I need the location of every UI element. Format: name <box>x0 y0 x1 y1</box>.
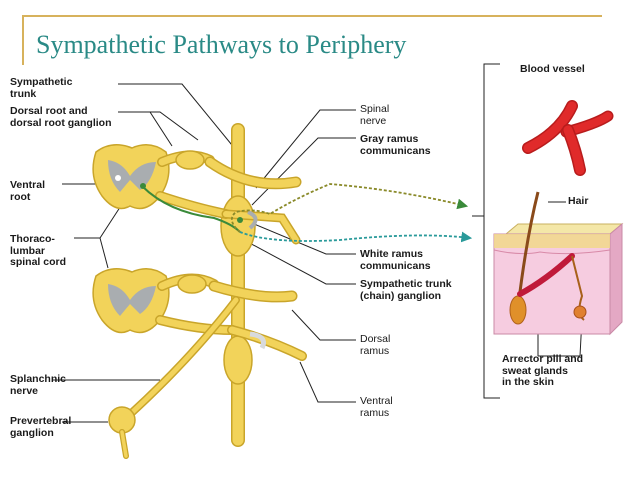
frame-top-border <box>22 15 602 17</box>
skin-block <box>493 222 624 336</box>
slide-title: Sympathetic Pathways to Periphery <box>36 30 407 59</box>
lower-spinal-cord <box>92 268 307 361</box>
upper-spinal-cord <box>92 144 231 219</box>
label-hair: Hair <box>568 195 589 207</box>
hair-and-arrector-pili <box>509 191 587 325</box>
blood-vessel <box>522 100 614 176</box>
green-pathway <box>140 183 473 243</box>
label-chain-ganglion: Sympathetic trunk(chain) ganglion <box>360 278 452 302</box>
upper-spinal-nerve <box>204 156 302 245</box>
label-blood-vessel: Blood vessel <box>520 63 585 75</box>
splanchnic-nerve <box>108 296 240 459</box>
frame-left-border <box>22 15 24 65</box>
